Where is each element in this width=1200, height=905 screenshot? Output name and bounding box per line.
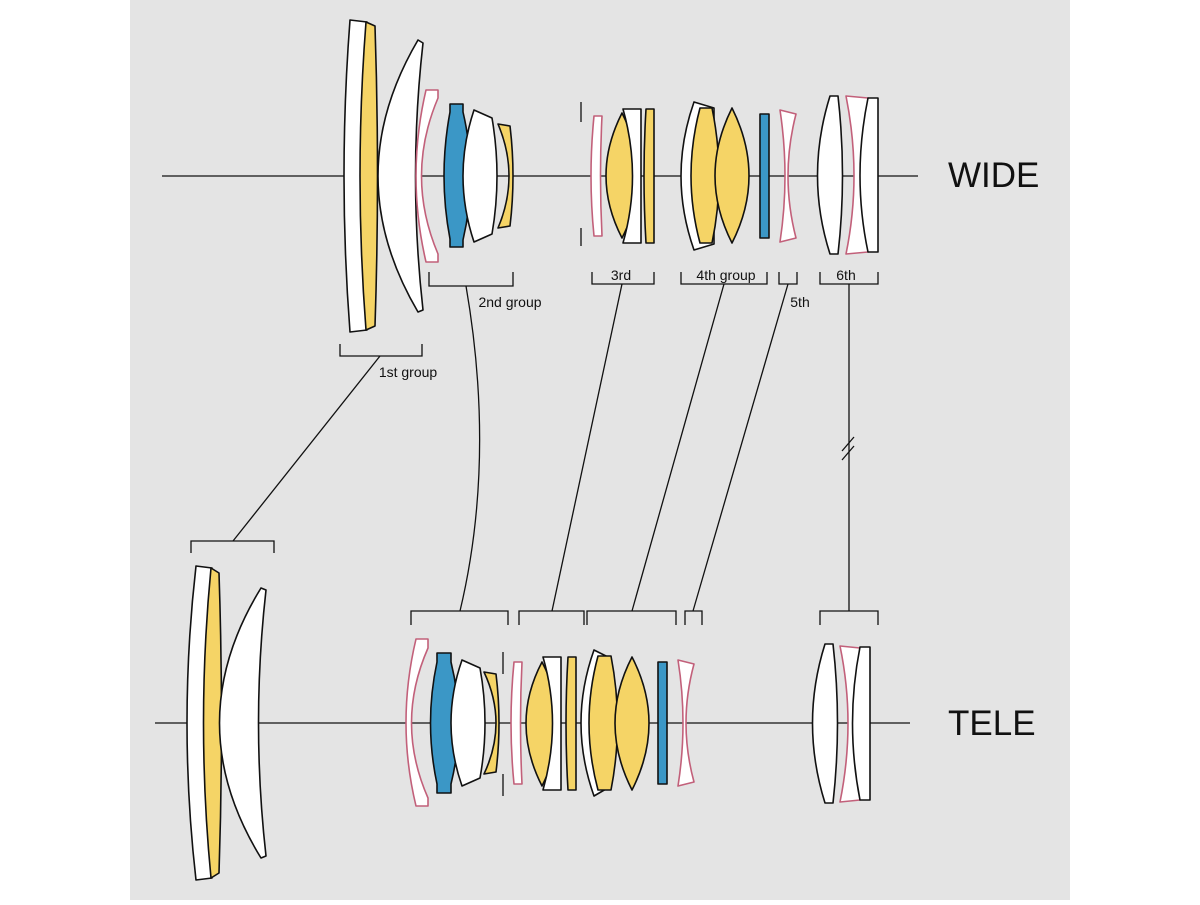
wide-g4-yellow-element-2	[714, 107, 750, 244]
tele-bracket-2nd-group	[410, 610, 509, 625]
axis-break-mark	[841, 436, 855, 461]
tele-g4-yellow-element-2	[614, 656, 650, 791]
tele-g6-white-element-1	[811, 643, 839, 804]
tele-group-3-elements	[510, 656, 577, 791]
tele-g4-yellow-element-1	[588, 655, 619, 791]
wide-g2-yellow-element	[497, 123, 514, 229]
tele-g6-white-element-2	[851, 646, 871, 801]
label-5th-group: 5th	[790, 294, 809, 310]
tele-g1-yellow-element	[202, 567, 223, 879]
wide-g3-thin-yellow-element	[643, 108, 655, 244]
tele-g2-yellow-element	[483, 671, 500, 775]
movement-path-1st-group	[232, 355, 381, 542]
wide-g4-blue-element	[759, 113, 770, 239]
tele-g1-meniscus-element	[218, 587, 267, 859]
wide-g4-yellow-element-1	[690, 107, 720, 244]
movement-path-5th-group	[692, 283, 789, 612]
tele-mode-label: TELE	[948, 704, 1036, 743]
movement-path-3rd-group	[551, 283, 623, 612]
wide-g1-meniscus-element	[377, 39, 424, 313]
wide-g3-white-element	[622, 108, 642, 244]
wide-g5-pink-element	[779, 109, 797, 243]
tele-g5-pink-element	[677, 659, 695, 787]
tele-group-4-elements	[580, 649, 668, 797]
tele-bracket-4th-group	[586, 610, 677, 625]
group-movement-paths	[232, 283, 855, 612]
tele-bracket-1st-group	[190, 540, 275, 553]
movement-path-2nd-group	[459, 285, 481, 612]
wide-group-4-elements	[680, 101, 770, 251]
wide-group-3-elements	[580, 102, 655, 246]
group-labels: 1st group 2nd group 3rd 4th group 5th 6t…	[379, 267, 856, 380]
label-6th-group: 6th	[836, 267, 855, 283]
wide-mode-label: WIDE	[948, 156, 1039, 195]
tele-group-5-elements	[677, 659, 695, 787]
tele-g3-pink-element	[510, 661, 523, 785]
wide-group-2-elements	[415, 89, 514, 263]
tele-group-6-elements	[811, 643, 871, 804]
label-2nd-group: 2nd group	[478, 294, 541, 310]
wide-bracket-3rd-group	[591, 272, 655, 285]
wide-group-6-elements	[816, 95, 879, 255]
tele-g3-thin-yellow-element	[565, 656, 577, 791]
tele-bracket-3rd-group	[518, 610, 585, 625]
label-4th-group: 4th group	[696, 267, 755, 283]
tele-g2-white-element	[450, 659, 486, 787]
wide-bracket-1st-group	[339, 344, 423, 357]
wide-g6-white-element-1	[816, 95, 844, 255]
movement-path-4th-group	[631, 283, 725, 612]
tele-lens-layout	[186, 565, 871, 881]
wide-g1-yellow-element	[359, 21, 379, 331]
tele-g3-white-element	[542, 656, 562, 791]
wide-group-1-elements	[343, 19, 424, 333]
tele-g4-blue-element	[657, 661, 668, 785]
wide-lens-layout	[343, 19, 879, 333]
wide-g2-white-element	[462, 109, 498, 243]
tele-group-1-elements	[186, 565, 267, 881]
label-3rd-group: 3rd	[611, 267, 631, 283]
tele-group-2-elements	[405, 638, 504, 807]
wide-g3-pink-element	[590, 115, 603, 237]
label-1st-group: 1st group	[379, 364, 438, 380]
wide-g2-pink-element	[415, 89, 439, 263]
tele-g2-pink-element	[405, 638, 429, 807]
wide-bracket-2nd-group	[428, 272, 514, 287]
wide-g6-white-element-2	[859, 97, 879, 253]
wide-group-5-elements	[779, 109, 797, 243]
